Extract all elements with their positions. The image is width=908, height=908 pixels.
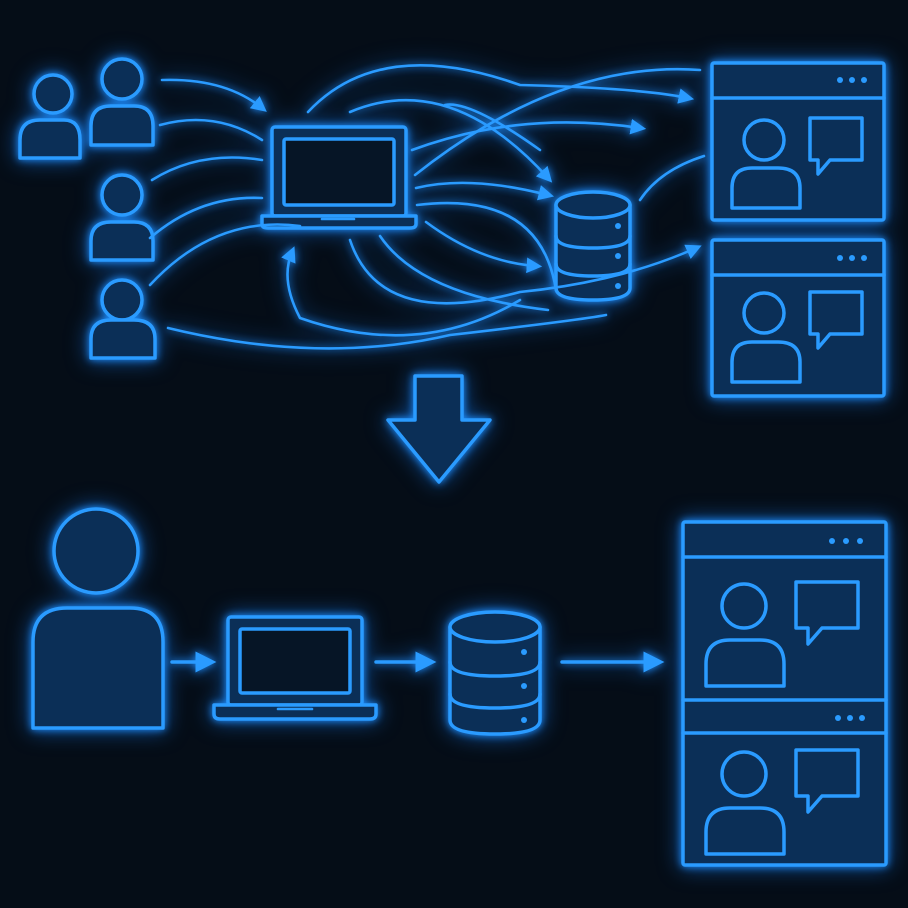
tangled-connections bbox=[148, 64, 706, 350]
database-icon bbox=[554, 190, 632, 302]
user-icon bbox=[31, 507, 165, 730]
laptop-icon bbox=[212, 615, 378, 721]
database-icon bbox=[448, 610, 542, 736]
chat-window-stack-icon bbox=[681, 520, 888, 867]
down-arrow-icon bbox=[386, 374, 492, 484]
user-icon bbox=[89, 57, 155, 147]
user-icon bbox=[89, 278, 157, 360]
user-icon bbox=[18, 73, 82, 160]
before-section bbox=[18, 57, 886, 398]
chat-window-icon bbox=[710, 61, 886, 222]
user-icon bbox=[89, 173, 155, 262]
laptop-icon bbox=[260, 125, 418, 230]
after-section bbox=[31, 507, 888, 867]
chat-window-icon bbox=[710, 238, 886, 398]
